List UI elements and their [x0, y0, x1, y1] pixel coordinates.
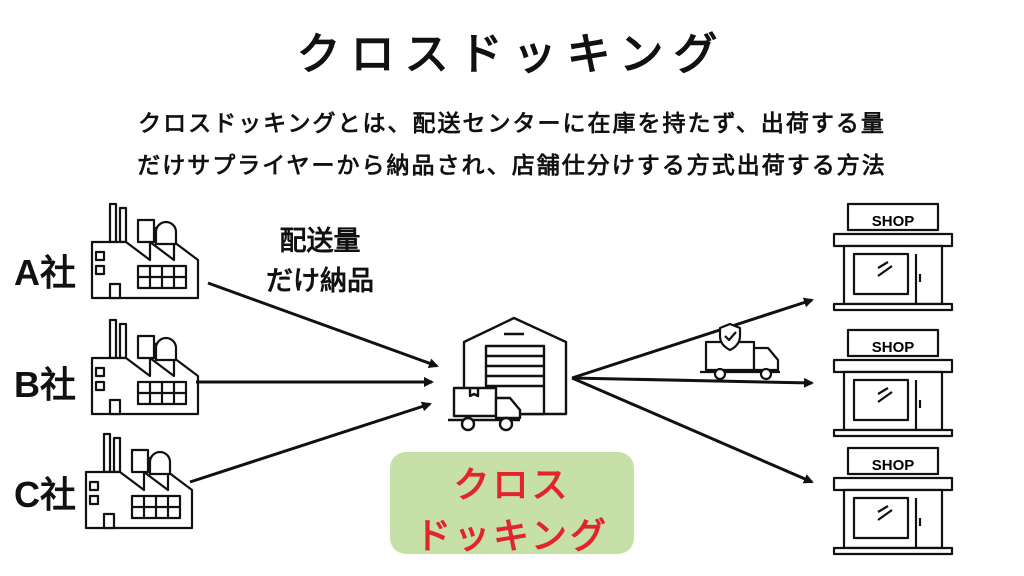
- arrow-center-to-shop-3: [571, 376, 814, 484]
- supplier-label-c: C社: [14, 474, 76, 515]
- arrow-center-to-shop-2: [571, 376, 814, 388]
- cross-docking-label-line-2: ドッキング: [415, 516, 609, 557]
- factory-icon-a: [90, 202, 200, 300]
- cross-docking-label-line-1: クロス: [453, 465, 571, 506]
- cross-docking-label-box: [390, 452, 634, 554]
- warehouse-with-truck-icon: [448, 316, 568, 432]
- supplier-label-b: B社: [14, 364, 76, 405]
- supplier-label-a: A社: [14, 252, 76, 293]
- inbound-note-line-2: だけ納品: [266, 266, 374, 297]
- description-line-2: だけサプライヤーから納品され、店舗仕分けする方式出荷する方法: [137, 153, 887, 179]
- shop-sign-1: SHOP: [872, 213, 915, 230]
- shop-sign-2: SHOP: [872, 339, 915, 356]
- arrow-c-to-center: [189, 401, 432, 484]
- shop-sign-3: SHOP: [872, 457, 915, 474]
- page-title: クロスドッキング: [296, 29, 728, 80]
- inbound-note: 配送量 だけ納品: [255, 222, 385, 302]
- description-line-1: クロスドッキングとは、配送センターに在庫を持たず、出荷する量: [138, 111, 886, 137]
- arrow-center-to-shop-1: [571, 297, 814, 380]
- delivery-truck-icon: [700, 322, 780, 381]
- arrow-a-to-center: [207, 281, 439, 368]
- factory-icon-b: [90, 318, 200, 416]
- factory-icon-c: [84, 432, 194, 530]
- inbound-note-line-1: 配送量: [279, 226, 361, 257]
